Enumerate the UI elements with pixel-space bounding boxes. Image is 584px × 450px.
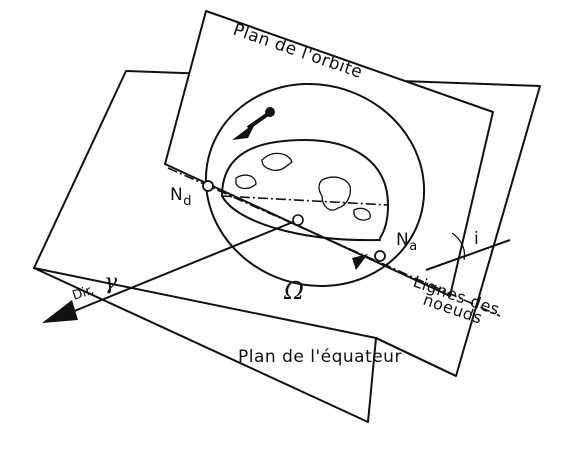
descending-node-marker (202, 180, 214, 192)
earth-center (292, 214, 304, 226)
equator-plane-label: Plan de l'équateur (238, 347, 402, 367)
equator-plane-edge (375, 337, 457, 377)
ascending-node-marker (374, 250, 386, 262)
satellite-motion-arrowhead (232, 122, 256, 140)
continent-outline (261, 152, 293, 172)
vernal-direction-arrowhead (42, 300, 78, 323)
satellite (265, 107, 275, 117)
ascending-node-label: Na (396, 230, 418, 254)
continent-outline (318, 176, 352, 211)
earth-hemisphere (221, 139, 389, 239)
descending-node-label: Nd (170, 185, 192, 209)
equator-front-edge (33, 267, 377, 339)
orbit-direction-arrowhead (352, 254, 368, 270)
vernal-direction-prefix: Dir. (71, 283, 96, 304)
orbit-plane (164, 10, 494, 297)
inclination-label: i (474, 229, 479, 249)
line-of-nodes (167, 167, 501, 317)
vernal-direction-line (61, 219, 299, 317)
inclination-line (425, 239, 511, 271)
inclination-arc (451, 232, 466, 261)
ascending-node-longitude-label: Ω (283, 277, 304, 305)
orbit-ellipse (204, 83, 426, 287)
continent-outline (235, 174, 257, 190)
equator-trace (221, 195, 389, 206)
continent-outline (353, 207, 371, 221)
vernal-direction-symbol: γ (104, 270, 118, 295)
